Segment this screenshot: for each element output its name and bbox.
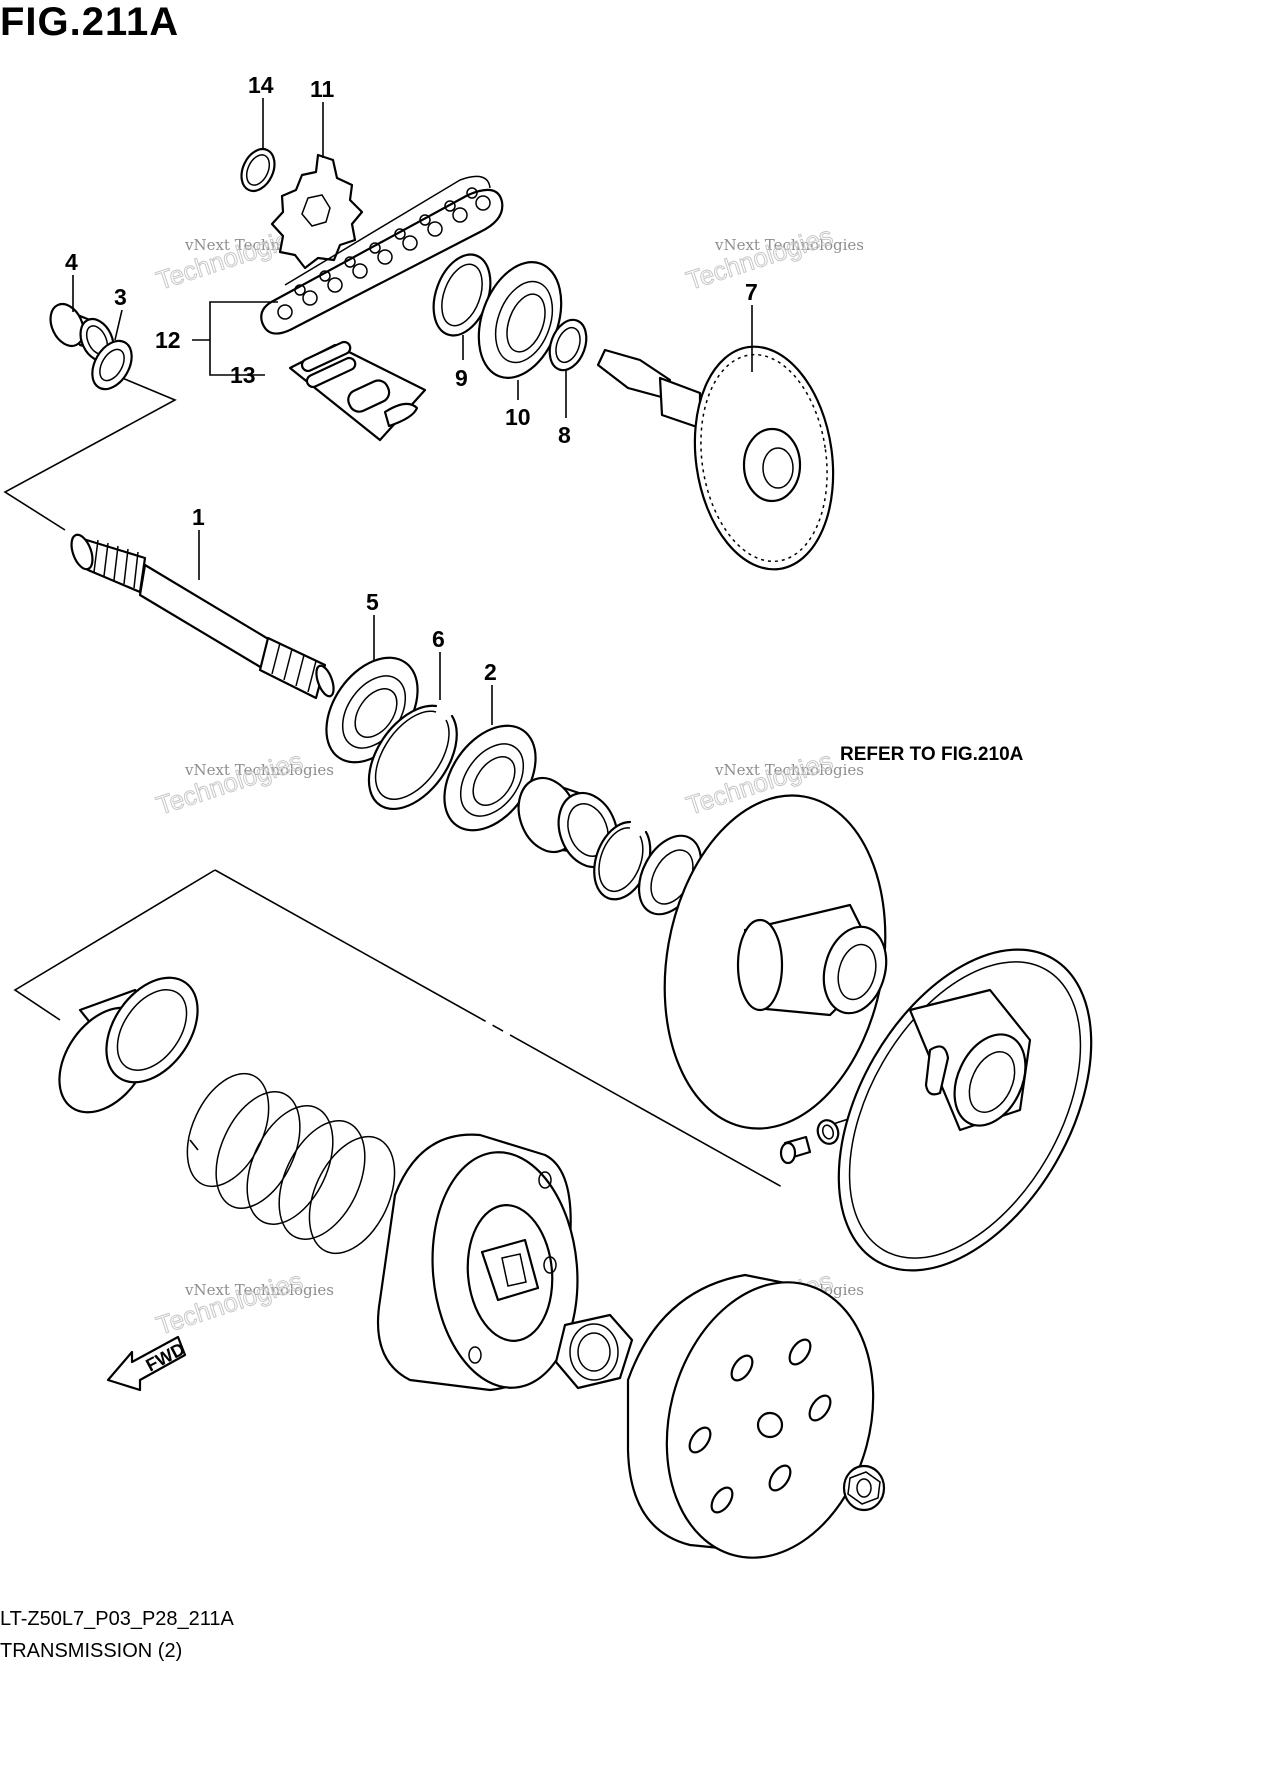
callout-14: 14	[248, 72, 274, 98]
clutch-housing	[626, 1273, 875, 1559]
assembly-line-upper	[3, 374, 177, 531]
callout-13: 13	[230, 362, 256, 388]
assembly-line-lower-diagonal	[214, 869, 851, 1226]
clutch-shoe-assembly	[376, 1133, 579, 1392]
watermark-outline: Technologies	[683, 220, 837, 295]
reference-note: REFER TO FIG.210A	[840, 744, 1024, 765]
part-1-shaft	[70, 533, 335, 700]
assembly-line-lower-left	[13, 869, 216, 1021]
watermark-text: vNext Technologies	[184, 1281, 334, 1299]
flange-nut	[842, 1464, 886, 1512]
part-12-chain	[260, 175, 504, 335]
part-8-washer	[548, 318, 588, 372]
figure-code: LT-Z50L7_P03_P28_211A	[0, 1608, 234, 1630]
spacer-collar	[58, 976, 199, 1114]
callout-5: 5	[366, 589, 379, 615]
watermark-text: vNext Technologies	[184, 761, 334, 779]
part-13-chain-joint	[288, 340, 427, 442]
watermark-outline: Technologies	[153, 1265, 307, 1340]
callout-4: 4	[65, 249, 78, 275]
callout-leaders	[72, 98, 753, 725]
watermark-text: vNext Technologies	[714, 236, 864, 254]
figure-title: FIG.211A	[0, 0, 180, 44]
callout-3: 3	[114, 284, 127, 310]
part-3-washer	[91, 339, 133, 391]
compression-spring	[186, 1072, 396, 1255]
driven-face-movable	[837, 948, 1093, 1272]
callout-10: 10	[505, 404, 531, 430]
callout-6: 6	[432, 626, 445, 652]
callout-1: 1	[192, 504, 205, 530]
watermark-outline: Technologies	[153, 745, 307, 820]
hex-nut	[554, 1313, 634, 1390]
callout-2: 2	[484, 659, 497, 685]
fwd-arrow: FWD	[106, 1335, 188, 1392]
callout-8: 8	[558, 422, 571, 448]
callout-12: 12	[155, 327, 181, 353]
driven-face-fixed	[663, 794, 888, 1130]
leader-3	[114, 309, 123, 341]
callout-9: 9	[455, 365, 468, 391]
callout-11: 11	[310, 76, 335, 102]
part-14-circlip	[240, 147, 276, 193]
part-10-bearing	[477, 261, 563, 379]
part-11-sprocket	[270, 153, 364, 270]
part-7-driven-gear	[596, 345, 835, 571]
watermark-text: vNext Technologies	[714, 761, 864, 779]
figure-caption: TRANSMISSION (2)	[0, 1640, 183, 1662]
callout-numbers: 14 11 4 3 12 13 9 10 8 7 1 5 6 2	[65, 72, 758, 685]
callout-7: 7	[745, 279, 758, 305]
part-6-snap-ring	[367, 704, 458, 811]
guide-pin	[779, 1119, 840, 1165]
